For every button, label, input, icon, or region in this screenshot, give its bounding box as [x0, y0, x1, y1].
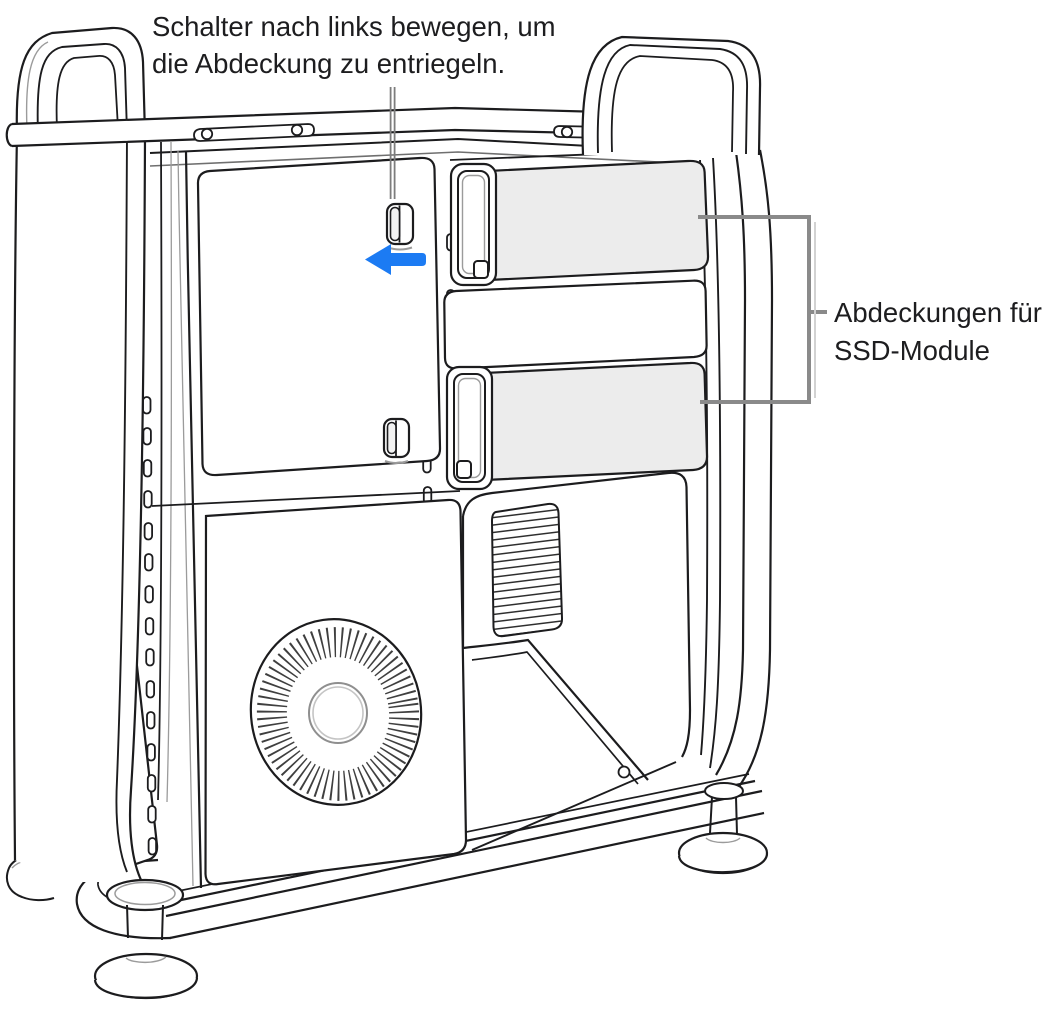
ssd-covers-label-line1: Abdeckungen für [834, 297, 1042, 328]
ssd-cover-frame-bottom [445, 365, 494, 491]
foot-front-left [93, 878, 199, 1000]
ssd-covers-label-line2: SSD-Module [834, 335, 990, 366]
ssd-bracket [698, 215, 827, 404]
switch-callout-line1: Schalter nach links bewegen, um [152, 11, 556, 42]
ssd-cover-middle [443, 279, 708, 370]
foot-front-right [677, 782, 769, 875]
callout-leader-line [389, 87, 396, 199]
switch-callout-text: Schalter nach links bewegen, um die Abde… [152, 9, 556, 82]
ssd-covers-label: Abdeckungen für SSD-Module [834, 294, 1042, 370]
mid-seam-line [151, 490, 461, 507]
ssd-covers [443, 149, 710, 491]
ssd-cover-top [466, 159, 710, 283]
screw-hole [617, 765, 631, 779]
ssd-cover-frame-top [449, 162, 498, 287]
screw-hole [560, 125, 574, 139]
frame-tubes-right [699, 149, 774, 789]
screw-hole [290, 123, 304, 137]
unlock-switch-top [385, 202, 415, 251]
fan-blade-ring [256, 627, 420, 801]
ssd-cover-bottom [462, 361, 709, 483]
move-left-arrow [365, 244, 426, 275]
fan-panel [204, 498, 468, 886]
fan-hub [308, 682, 368, 744]
left-handle [12, 26, 147, 883]
top-rail [5, 106, 757, 148]
vent-grille [490, 502, 564, 638]
unlock-switch-bottom [382, 417, 411, 464]
screw-hole [200, 127, 214, 141]
right-handle [581, 35, 762, 156]
switch-callout-line2: die Abdeckung zu entriegeln. [152, 47, 506, 79]
fan [249, 618, 423, 806]
side-door-panel [196, 156, 442, 477]
